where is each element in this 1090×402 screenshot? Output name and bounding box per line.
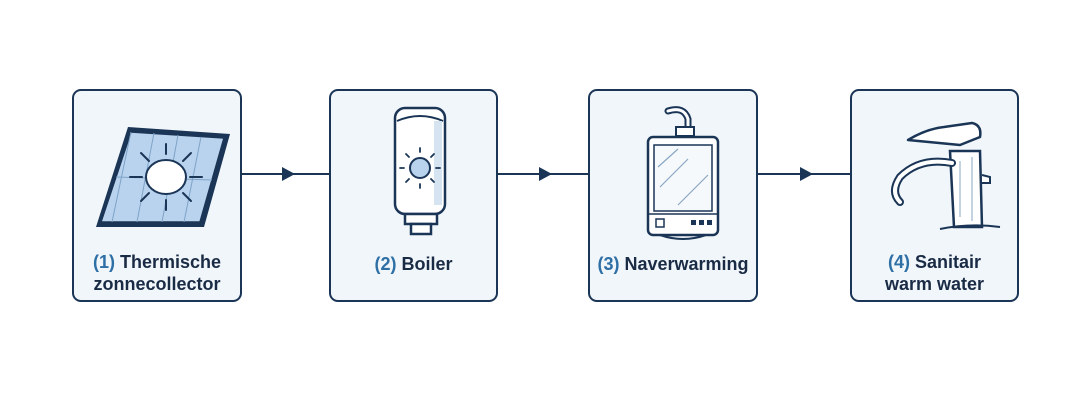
arrow-2-3 [497,167,589,181]
step-title-line1: Sanitair [914,252,982,272]
step-number: (4) [887,252,910,272]
step-title-line2: warm water [884,274,985,294]
arrow-3-4 [757,167,851,181]
step-title-line2: zonnecollector [93,274,221,294]
step-label: (3) Naverwarming [590,253,756,275]
step-title-line1: Thermische [119,252,222,272]
step-number: (1) [92,252,115,272]
step-label: (1) Thermische zonnecollector [74,251,240,295]
step-solar-collector: (1) Thermische zonnecollector [72,89,242,302]
heater-icon [590,97,756,247]
step-number: (2) [374,254,397,274]
step-title-line1: Boiler [401,254,453,274]
step-faucet: (4) Sanitair warm water [850,89,1019,302]
step-label: (2) Boiler [331,253,496,275]
solar-collector-icon [74,97,240,247]
step-number: (3) [597,254,620,274]
faucet-icon [852,97,1017,247]
arrow-1-2 [242,167,330,181]
step-heater: (3) Naverwarming [588,89,758,302]
boiler-icon [331,97,496,247]
step-title-line1: Naverwarming [624,254,749,274]
step-label: (4) Sanitair warm water [852,251,1017,295]
step-boiler: (2) Boiler [329,89,498,302]
